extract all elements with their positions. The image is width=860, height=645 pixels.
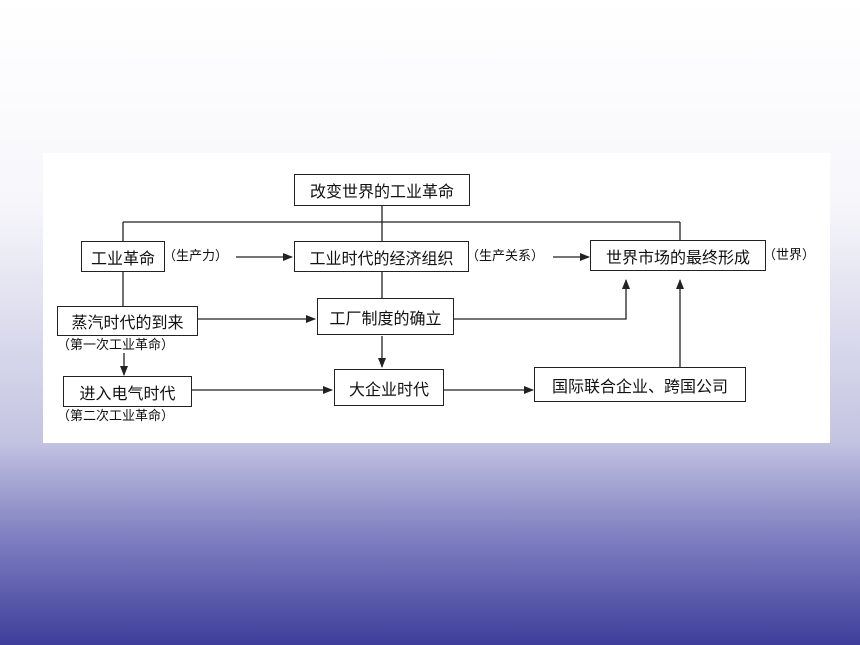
note-productivity: （生产力） (163, 249, 229, 264)
big-enterprise-box: 大企业时代 (334, 369, 444, 406)
industrial-economy-box: 工业时代的经济组织 (294, 241, 469, 272)
diagram-panel: 改变世界的工业革命 工业革命 （生产力） 工业时代的经济组织 （生产关系） 世界… (43, 153, 830, 443)
world-market-box: 世界市场的最终形成 (590, 240, 766, 271)
root-box: 改变世界的工业革命 (294, 174, 470, 206)
multinational-box: 国际联合企业、跨国公司 (534, 367, 746, 402)
industrial-revolution-box: 工业革命 (81, 241, 165, 272)
electric-age-box: 进入电气时代 (63, 376, 192, 407)
steam-age-box: 蒸汽时代的到来 (57, 306, 198, 336)
note-world: （世界） (763, 248, 816, 263)
arrow-factory-to-market (454, 279, 630, 320)
note-second-revolution: （第二次工业革命） (57, 409, 175, 424)
connector-lines (120, 206, 684, 394)
note-relations: （生产关系） (466, 249, 545, 264)
factory-system-box: 工厂制度的确立 (317, 298, 454, 335)
note-first-revolution: （第一次工业革命） (57, 338, 175, 353)
